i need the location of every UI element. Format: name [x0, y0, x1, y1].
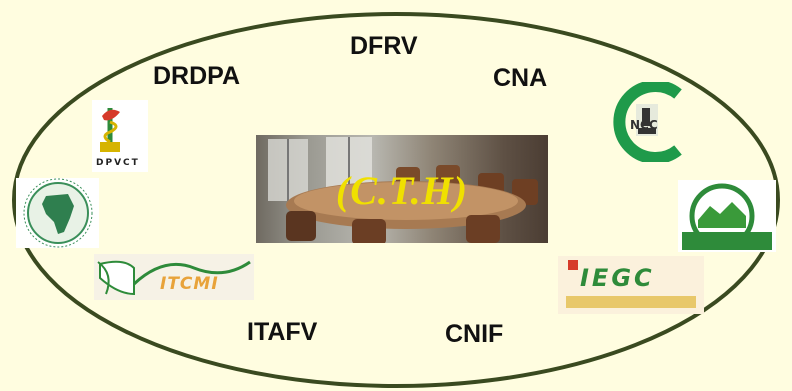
meeting-room-image: (C.T.H): [256, 135, 548, 243]
label-drdpa: DRDPA: [153, 62, 241, 90]
label-cnif: CNIF: [445, 320, 504, 348]
africa-map-icon: [23, 178, 93, 248]
itcmi-caption: ITCMI: [160, 274, 219, 294]
ncc-logo: NCC: [606, 82, 684, 162]
label-dfrv: DFRV: [350, 32, 418, 60]
ncc-emblem-icon: [613, 82, 682, 162]
ncc-caption: NCC: [630, 118, 658, 132]
iegc-logo: IEGC: [558, 256, 704, 314]
label-cna: CNA: [493, 64, 548, 92]
label-itafv: ITAFV: [247, 318, 318, 346]
iegc-emblem-icon: [558, 256, 704, 314]
itcmi-wave-icon: [97, 260, 251, 296]
green-emblem-icon: [682, 183, 772, 250]
itcmi-logo: ITCMI: [94, 254, 254, 300]
meeting-room-illustration: [268, 137, 538, 243]
dpvct-caption: DPVCT: [96, 158, 140, 168]
iegc-caption: IEGC: [580, 264, 655, 292]
dpvct-logo: DPVCT: [92, 100, 148, 172]
center-title: (C.T.H): [335, 168, 469, 213]
africa-organization-logo: [16, 178, 99, 248]
green-circle-logo: [678, 180, 776, 252]
caduceus-icon: [100, 108, 120, 152]
